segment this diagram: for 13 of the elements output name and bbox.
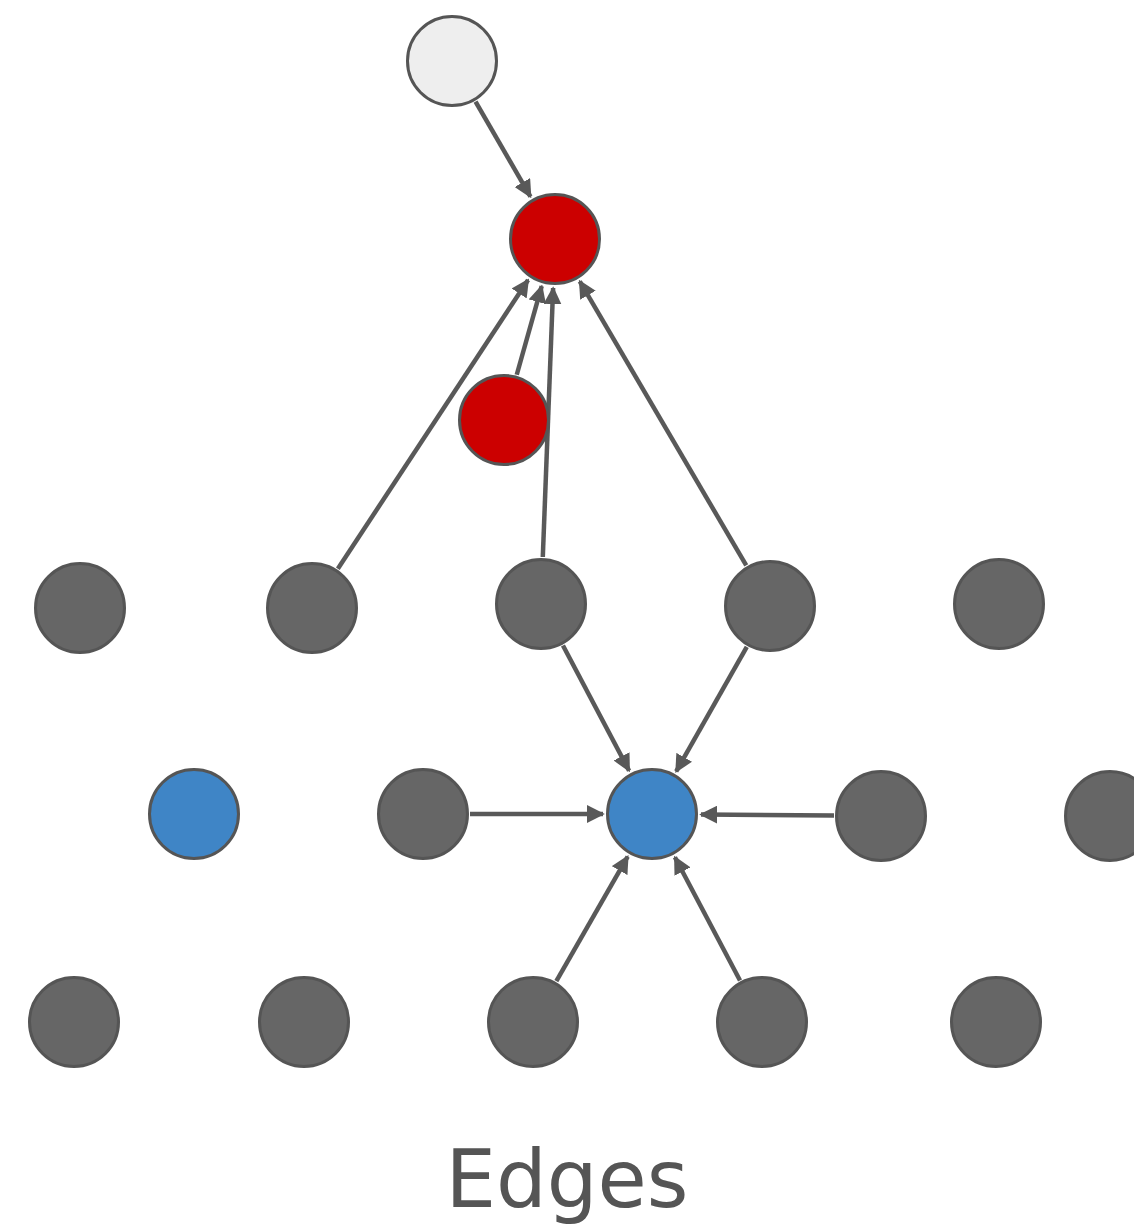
circle-node xyxy=(458,374,550,466)
arrow xyxy=(699,805,835,824)
arrow xyxy=(560,644,632,773)
arrow xyxy=(335,278,530,570)
circle-node xyxy=(1064,770,1134,862)
arrow xyxy=(672,855,742,982)
arrow xyxy=(470,805,605,823)
arrow xyxy=(674,645,749,773)
arrow xyxy=(473,100,533,199)
arrow xyxy=(540,286,562,558)
arrow xyxy=(554,854,630,983)
arrow xyxy=(514,284,546,376)
arrow xyxy=(577,279,749,567)
